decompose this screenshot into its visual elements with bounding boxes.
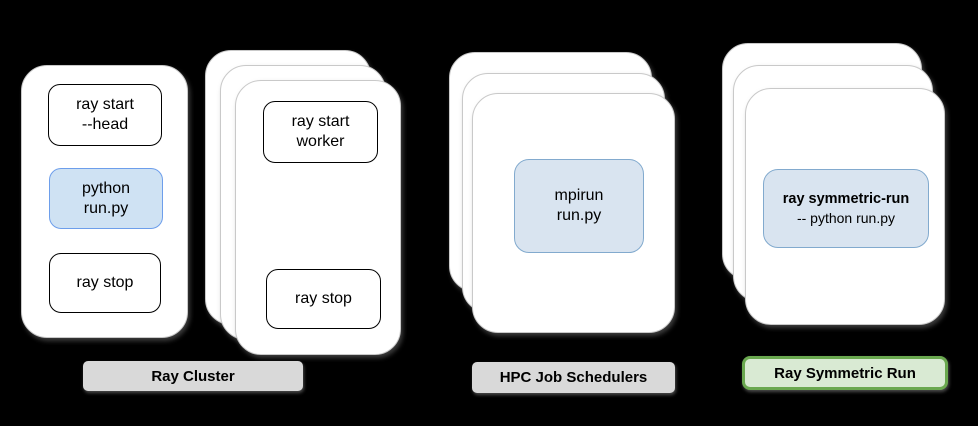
ray-stop-step-head: ray stop <box>49 253 161 313</box>
hpc-job-schedulers-label: HPC Job Schedulers <box>472 362 675 393</box>
ray-symmetric-run-label: Ray Symmetric Run <box>742 356 948 390</box>
ray-cluster-label: Ray Cluster <box>83 361 303 391</box>
hpc-node-card: mpirun run.py <box>472 93 675 333</box>
head-node-card: ray start --head python run.py ray stop <box>21 65 188 338</box>
symmetric-run-command: ray symmetric-run <box>782 190 910 207</box>
symmetric-run-step: ray symmetric-run -- python run.py <box>763 169 929 248</box>
ray-stop-step-worker: ray stop <box>266 269 381 329</box>
ray-start-worker-step: ray start worker <box>263 101 378 163</box>
symmetric-node-card: ray symmetric-run -- python run.py <box>745 88 945 325</box>
worker-node-card: ray start worker ray stop <box>235 80 401 355</box>
symmetric-run-args: -- python run.py <box>796 209 896 226</box>
mpirun-step: mpirun run.py <box>514 159 644 253</box>
ray-start-head-step: ray start --head <box>48 84 162 146</box>
python-run-step: python run.py <box>49 168 163 229</box>
